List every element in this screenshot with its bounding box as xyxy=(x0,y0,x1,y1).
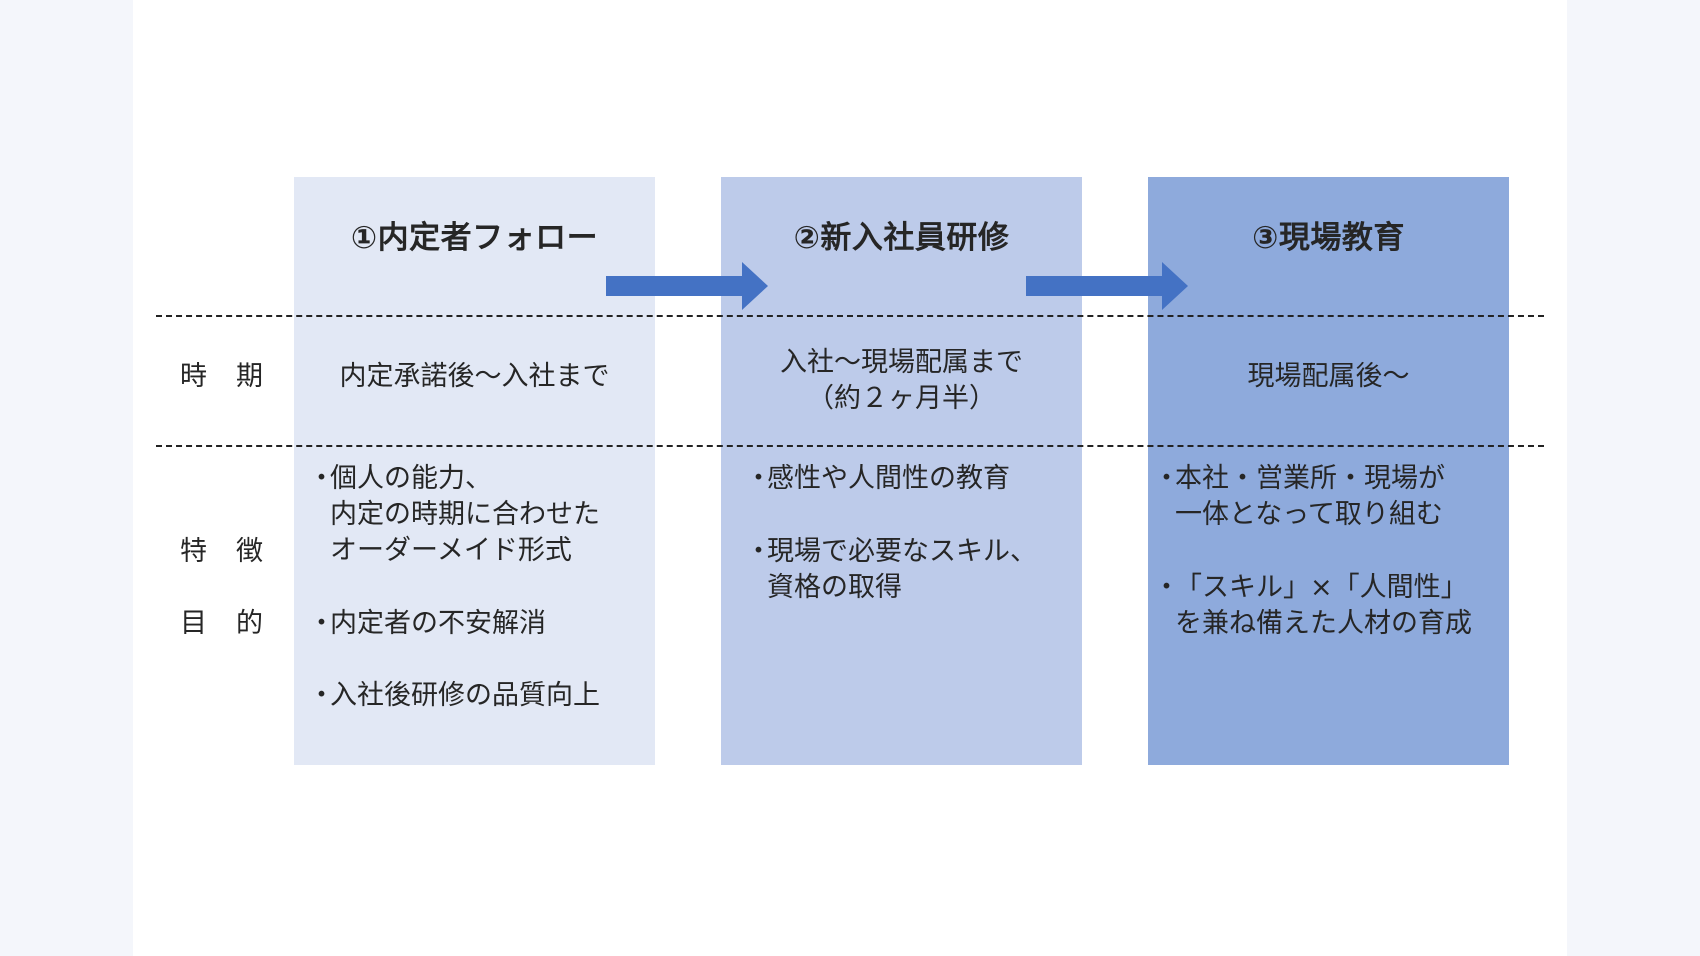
bullet-text: 「スキル」×「人間性」 xyxy=(1175,572,1468,603)
bullet-text: を兼ね備えた人材の育成 xyxy=(1175,608,1472,639)
row-label-purpose: 目 的 xyxy=(180,608,264,639)
bullet-mark: ・ xyxy=(745,463,772,494)
stage-1-title: ①内定者フォロー xyxy=(350,220,599,256)
stage-1-bullet-3: ・入社後研修の品質向上 xyxy=(308,678,600,714)
bullet-text: 一体となって取り組む xyxy=(1175,499,1443,530)
stage-2-bullet-1: ・感性や人間性の教育 xyxy=(745,461,1010,497)
bullet-text: 内定者の不安解消 xyxy=(330,608,546,639)
bullet-text: 感性や人間性の教育 xyxy=(767,463,1010,494)
stage-1-bullet-2: ・内定者の不安解消 xyxy=(308,606,546,642)
bullet-text: 入社後研修の品質向上 xyxy=(330,680,600,711)
bullet-text: オーダーメイド形式 xyxy=(330,535,572,566)
bullet-mark: ・ xyxy=(308,680,335,711)
bullet-mark: ・ xyxy=(1153,572,1180,603)
arrow-right-icon xyxy=(1026,262,1188,310)
bullet-text: 内定の時期に合わせた xyxy=(330,499,600,530)
row-label-period: 時 期 xyxy=(180,361,264,392)
stage-1-period: 内定承諾後～入社まで xyxy=(294,359,655,395)
stage-2-bullet-2: ・現場で必要なスキル、 資格の取得 xyxy=(745,534,1037,606)
stage-2-title: ②新入社員研修 xyxy=(793,220,1010,256)
stage-3-title: ③現場教育 xyxy=(1252,220,1405,256)
divider-line xyxy=(156,315,1544,317)
stage-3-period: 現場配属後～ xyxy=(1148,359,1509,395)
stage-3-bullet-1: ・本社・営業所・現場が 一体となって取り組む xyxy=(1153,461,1445,533)
bullet-text: 個人の能力、 xyxy=(330,463,492,494)
stage-1-column xyxy=(294,177,655,765)
stage-2-period: 入社～現場配属まで （約２ヶ月半） xyxy=(721,345,1082,417)
bullet-text: 資格の取得 xyxy=(767,572,902,603)
bullet-text: 現場で必要なスキル、 xyxy=(767,536,1037,567)
arrow-right-icon xyxy=(606,262,768,310)
stage-3-column xyxy=(1148,177,1509,765)
bullet-mark: ・ xyxy=(308,463,335,494)
period-line: 現場配属後～ xyxy=(1247,361,1410,392)
bullet-mark: ・ xyxy=(745,536,772,567)
row-label-feature: 特 徴 xyxy=(180,536,264,567)
stage-1-bullet-1: ・個人の能力、 内定の時期に合わせた オーダーメイド形式 xyxy=(308,461,600,569)
bullet-text: 本社・営業所・現場が xyxy=(1175,463,1445,494)
period-line: （約２ヶ月半） xyxy=(807,383,996,414)
divider-line xyxy=(156,445,1544,447)
bullet-mark: ・ xyxy=(1153,463,1180,494)
stage-3-bullet-2: ・「スキル」×「人間性」 を兼ね備えた人材の育成 xyxy=(1153,570,1472,642)
period-line: 内定承諾後～入社まで xyxy=(339,361,610,392)
period-line: 入社～現場配属まで xyxy=(780,347,1023,378)
bullet-mark: ・ xyxy=(308,608,335,639)
stage-2-column xyxy=(721,177,1082,765)
